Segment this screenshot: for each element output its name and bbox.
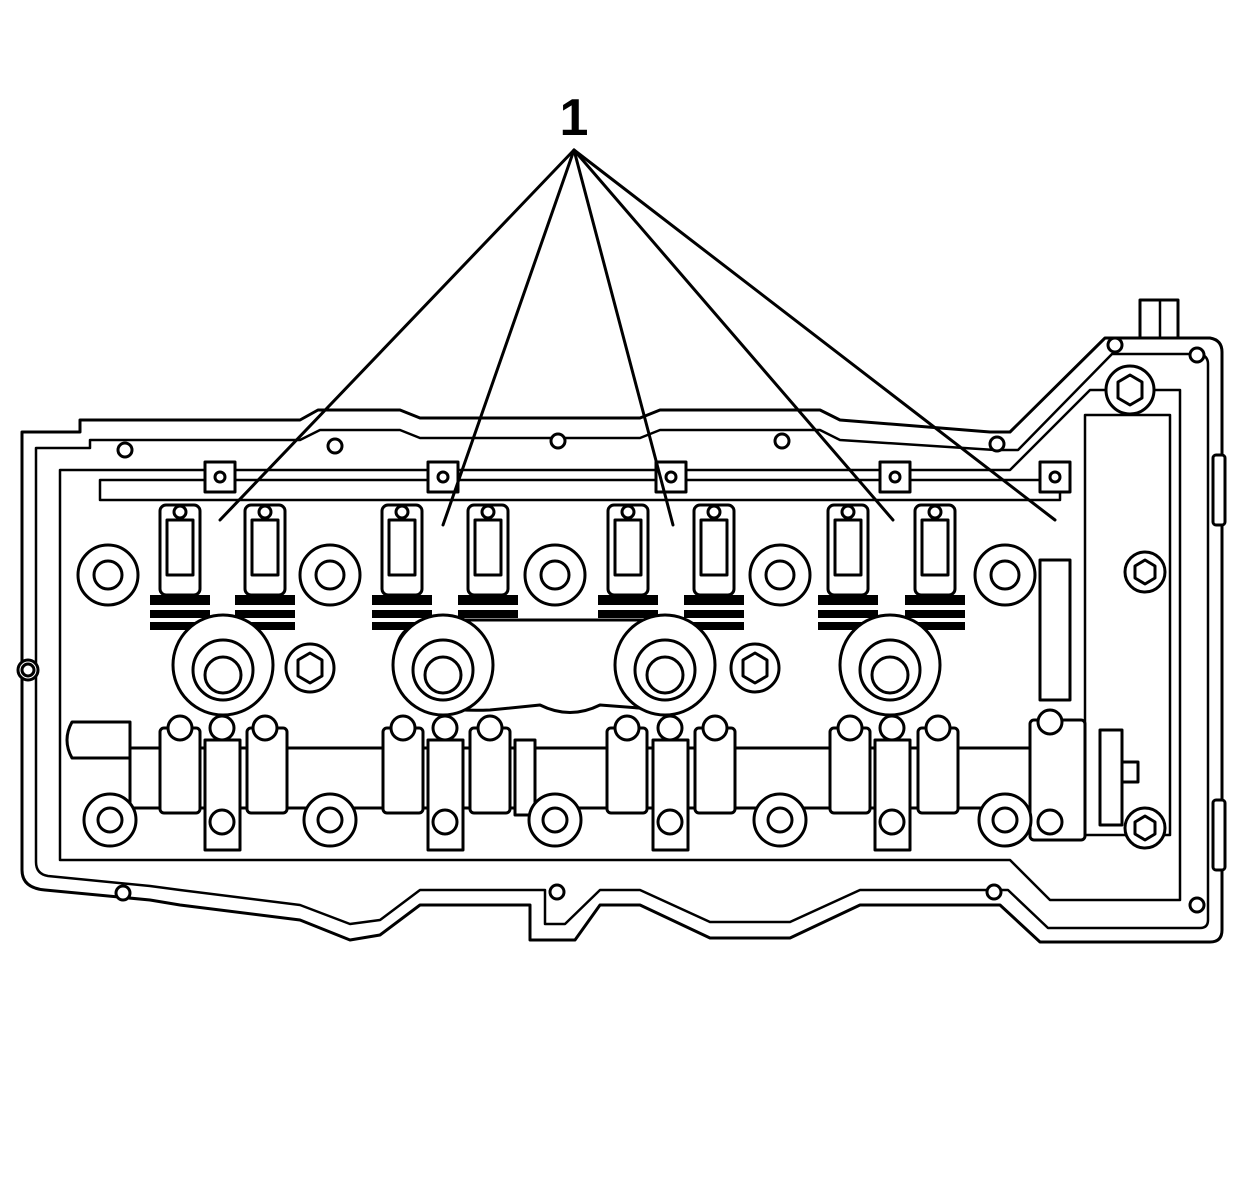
gasket-holes — [20, 336, 1206, 914]
callout-label-1: 1 — [560, 89, 589, 147]
bosses — [76, 543, 1037, 607]
lifter-6 — [692, 503, 736, 597]
callout-leaders — [218, 148, 1057, 527]
right-housing — [1038, 364, 1172, 850]
cap-bolts — [166, 708, 1064, 836]
lifter-4 — [466, 503, 510, 597]
valve-lifters — [158, 503, 957, 597]
valve-springs — [150, 595, 965, 630]
lifter-2 — [243, 503, 287, 597]
spark-plug-bores — [171, 613, 942, 717]
lifter-1 — [158, 503, 202, 597]
lifter-3 — [380, 503, 424, 597]
lifter-5 — [606, 503, 650, 597]
lifter-8 — [913, 503, 957, 597]
head-bolts — [82, 792, 1033, 848]
upper-rail — [98, 460, 1072, 502]
lifter-7 — [826, 503, 870, 597]
camshaft — [65, 708, 1140, 852]
